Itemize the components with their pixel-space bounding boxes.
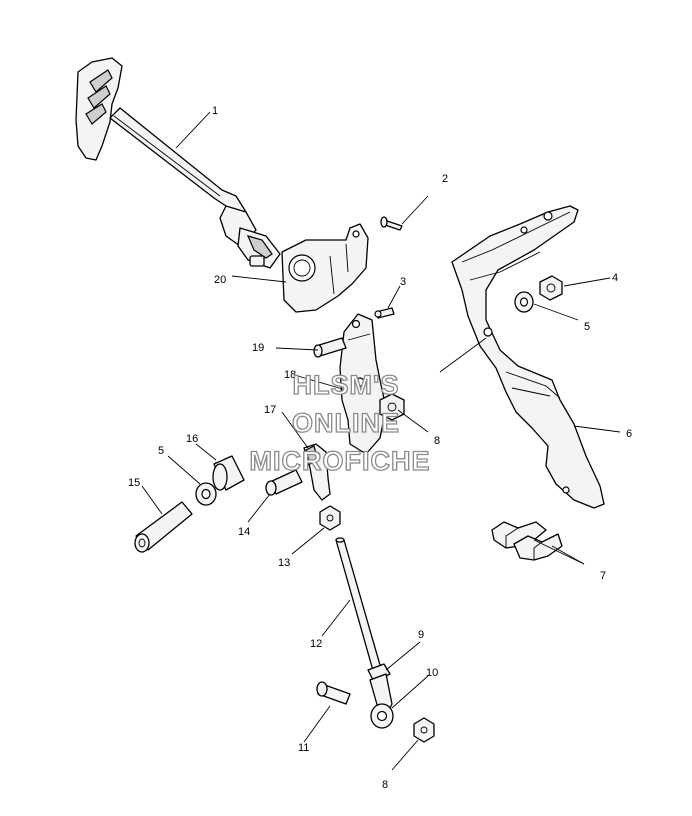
callout-15: 15	[128, 477, 140, 489]
callout-6: 6	[626, 428, 632, 440]
callout-3: 3	[400, 276, 406, 288]
callout-4: 4	[612, 272, 618, 284]
callout-20: 20	[214, 274, 226, 286]
callout-14: 14	[238, 526, 250, 538]
lever-plate-part	[339, 313, 387, 455]
washer-5-left-part	[195, 482, 217, 506]
bolt-11-part	[316, 681, 351, 705]
main-bracket-part	[451, 205, 605, 509]
callout-8-lower: 8	[382, 779, 388, 791]
watermark-line-3: MICROFICHE	[250, 446, 431, 476]
rivet-part	[380, 216, 403, 231]
washer-5-right-part	[514, 291, 534, 313]
callout-7: 7	[600, 570, 606, 582]
callout-11: 11	[298, 742, 309, 754]
bolt-19-part	[313, 337, 347, 358]
callout-5-left: 5	[158, 445, 164, 457]
brake-pedal-part	[75, 57, 281, 269]
nut-4-part	[539, 275, 563, 301]
clevis-17-part	[303, 443, 331, 501]
callout-5-right: 5	[584, 321, 590, 333]
callout-12: 12	[310, 638, 322, 650]
callout-9: 9	[418, 629, 424, 641]
callout-8-upper: 8	[434, 435, 440, 447]
rod-12-part	[335, 537, 383, 675]
callout-18: 18	[284, 369, 296, 381]
nut-8-lower-part	[413, 717, 435, 743]
callout-13: 13	[278, 557, 290, 569]
watermark: HLSM'S ONLINE MICROFICHE	[249, 369, 431, 476]
bolt-15-part	[134, 501, 193, 553]
callout-17: 17	[264, 404, 276, 416]
callout-labels: 1 2 3 4 5 5 6 7 8 8 9 10 11 12 13 14 15 …	[128, 105, 632, 791]
bolt-14-part	[265, 469, 303, 496]
pedal-bracket-part	[281, 223, 369, 313]
callout-10: 10	[426, 667, 438, 679]
watermark-line-1: HLSM'S	[293, 370, 400, 400]
callout-2: 2	[442, 173, 448, 185]
bushing-16-part	[212, 455, 245, 491]
cotter-pin-part	[374, 307, 395, 319]
callout-19: 19	[252, 342, 264, 354]
bolts-7-part	[491, 521, 563, 561]
leader-lines	[141, 111, 621, 771]
callout-1: 1	[212, 105, 218, 117]
watermark-line-2: ONLINE	[292, 408, 400, 438]
nut-13-part	[319, 505, 341, 531]
nut-9-part	[367, 663, 391, 683]
rod-end-10-part	[369, 673, 394, 729]
callout-16: 16	[186, 433, 198, 445]
